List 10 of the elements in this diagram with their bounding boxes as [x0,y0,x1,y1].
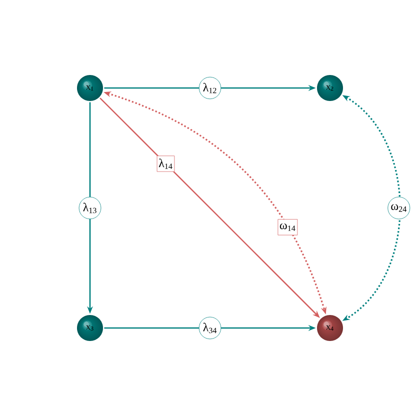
edge-label: ω$_{24}$ [388,196,410,220]
edge-label: λ$_{13}$ [78,196,102,220]
sphere-node: x$_{4}$ [317,315,343,341]
edge-label: λ$_{14}$ [156,156,175,172]
sphere-node: x$_{1}$ [77,75,103,101]
edge-label: λ$_{34}$ [198,316,222,340]
sphere-node: x$_{2}$ [317,75,343,101]
edge-label: λ$_{12}$ [198,76,222,100]
edge-label: ω$_{14}$ [278,219,298,236]
sphere-node: x$_{3}$ [77,315,103,341]
